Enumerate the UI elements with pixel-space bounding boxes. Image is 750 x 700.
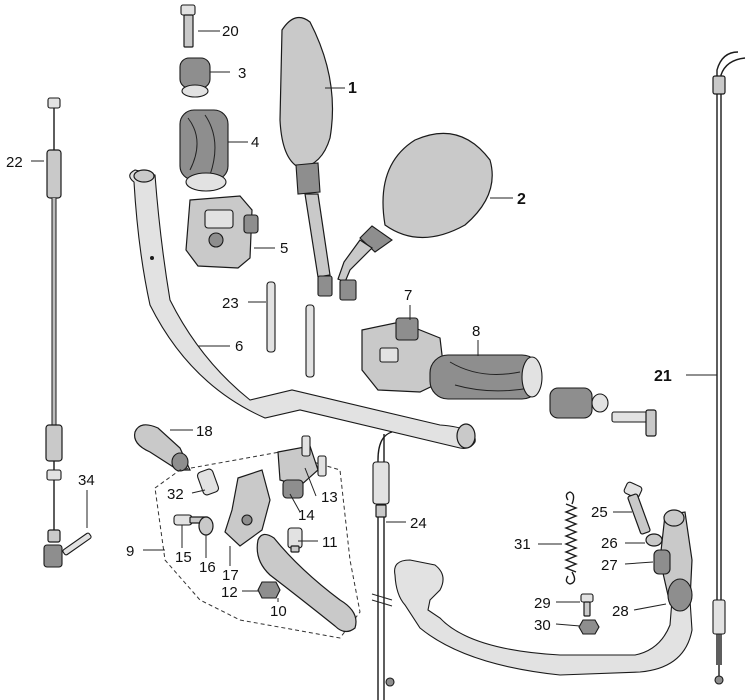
callout-14: 14 <box>298 507 315 524</box>
callout-34: 34 <box>78 472 95 489</box>
callout-12: 12 <box>221 584 238 601</box>
part-4-left-grip <box>179 109 229 192</box>
part-21-throttle-cable <box>712 51 746 685</box>
callout-1: 1 <box>348 80 357 97</box>
part-9-assembly-outline <box>154 451 361 639</box>
throttle-bar-end <box>549 387 657 437</box>
part-3-bar-end-weight <box>179 57 211 98</box>
callout-28: 28 <box>612 603 629 620</box>
part-30-nut <box>578 619 600 635</box>
part-22-cable <box>43 97 63 568</box>
callout-6: 6 <box>235 338 243 355</box>
callout-18: 18 <box>196 423 213 440</box>
callout-16: 16 <box>199 559 216 576</box>
part-10-brake-lever <box>256 533 357 633</box>
part-12-nut <box>257 581 281 599</box>
callout-30: 30 <box>534 617 551 634</box>
callout-22: 22 <box>6 154 23 171</box>
part-29-pin <box>580 593 594 617</box>
part-34-pin <box>62 532 92 556</box>
part-32-stop-switch <box>196 468 220 496</box>
leader-lines <box>31 30 717 627</box>
callout-25: 25 <box>591 504 608 521</box>
callout-labels: 20 3 4 5 1 2 6 23 7 8 18 32 13 14 15 16 … <box>6 23 672 634</box>
part-18-pivot-cover <box>133 424 191 472</box>
part-25-pivot-bolt <box>623 481 651 535</box>
callout-10: 10 <box>270 603 287 620</box>
part-23-straps <box>266 281 315 378</box>
part-8-throttle-grip <box>429 354 543 400</box>
callout-32: 32 <box>167 486 184 503</box>
part-5-left-switch <box>185 195 259 269</box>
callout-7: 7 <box>404 287 412 304</box>
part-7-right-switch <box>361 317 446 393</box>
callout-5: 5 <box>280 240 288 257</box>
part-31-spring <box>564 491 578 585</box>
callout-3: 3 <box>238 65 246 82</box>
part-13-bolts <box>301 435 327 477</box>
callout-17: 17 <box>222 567 239 584</box>
callout-13: 13 <box>321 489 338 506</box>
callout-20: 20 <box>222 23 239 40</box>
part-26-washer <box>645 533 663 547</box>
callout-21: 21 <box>654 368 672 385</box>
callout-27: 27 <box>601 557 618 574</box>
part-1-left-mirror <box>279 16 334 297</box>
callout-2: 2 <box>517 191 526 208</box>
callout-24: 24 <box>410 515 427 532</box>
part-20-bolt <box>180 4 196 48</box>
part-11-bolt <box>287 527 303 553</box>
part-14-clamp <box>277 445 319 499</box>
callout-26: 26 <box>601 535 618 552</box>
part-28-brake-pedal <box>394 509 693 676</box>
callout-23: 23 <box>222 295 239 312</box>
callout-11: 11 <box>322 534 338 551</box>
part-2-right-mirror <box>337 132 493 301</box>
callout-4: 4 <box>251 134 259 151</box>
part-24-brake-cable <box>371 431 395 700</box>
callout-31: 31 <box>514 536 531 553</box>
callout-29: 29 <box>534 595 551 612</box>
part-17-lever-bracket <box>224 469 271 547</box>
callout-9: 9 <box>126 543 134 560</box>
callout-15: 15 <box>175 549 192 566</box>
part-6-handlebar <box>129 169 476 449</box>
part-27-bushing <box>653 549 671 575</box>
callout-8: 8 <box>472 323 480 340</box>
part-16-washer <box>198 516 214 536</box>
